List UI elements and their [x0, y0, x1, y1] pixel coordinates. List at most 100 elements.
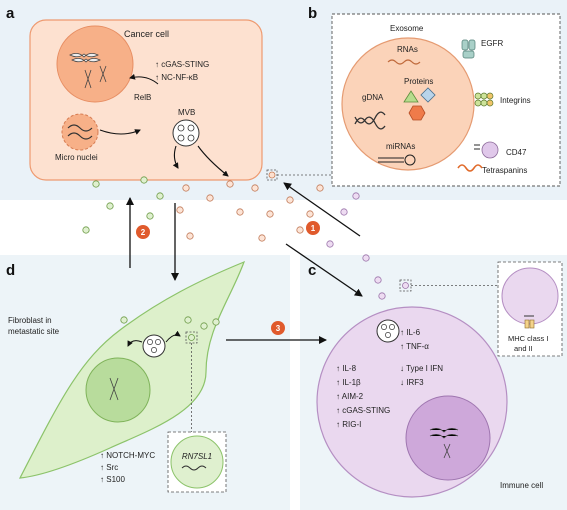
panel-b-letter: b [308, 5, 317, 22]
immune-nucleus [405, 395, 491, 481]
exosome-dot [212, 318, 220, 326]
mirna-icon [378, 157, 404, 163]
exosome-dot [316, 184, 324, 192]
exosome-dot [286, 196, 294, 204]
exosome-dot [251, 184, 259, 192]
chromosome-icon [84, 65, 107, 89]
exosome-dot [92, 180, 100, 188]
protein-diamond-icon [420, 87, 436, 103]
intraluminal-vesicle [147, 339, 153, 345]
exosome-dot [296, 226, 304, 234]
mhc-label-line-2: and II [514, 344, 533, 353]
fibroblast-mvb [142, 334, 166, 358]
step-badge-3: 3 [271, 321, 285, 335]
step-badge-label: 1 [311, 224, 316, 233]
immune-effect-left-1: ↑ IL-1β [336, 378, 361, 387]
micronucleus [61, 113, 99, 151]
step-badge-label: 3 [276, 324, 281, 333]
mvb-arrow-right [197, 145, 229, 177]
panel-d: d Fibroblast in metastatic site RN7SL1 ↑… [6, 260, 246, 493]
rna-icon [181, 465, 207, 471]
chromosome-icon [69, 53, 101, 63]
step-badge-circle [306, 221, 320, 235]
immune-effect-right-2: ↓ Type I IFN [400, 364, 443, 373]
rnas-label: RNAs [397, 45, 418, 54]
panel-a: a Cancer cell RelB ↑ cGAS-STING ↑ NC-NF-… [6, 5, 263, 181]
intraluminal-vesicle [381, 324, 387, 330]
cancer-cell-title: Cancer cell [124, 29, 169, 39]
exosome-dot [206, 194, 214, 202]
exosome-dot [258, 234, 266, 242]
rna-icon [387, 59, 421, 65]
exosome-dot [188, 334, 195, 341]
exosome-dot [182, 184, 190, 192]
exosome-dot [176, 206, 184, 214]
micronuclei-arrow [99, 129, 141, 135]
mvb-arrow-left [172, 145, 179, 169]
arrow-to-immune [285, 243, 363, 297]
exosome-dot [186, 232, 194, 240]
cd47-label: CD47 [506, 148, 527, 157]
mvb-vesicle [172, 119, 200, 147]
exosome-title: Exosome [390, 24, 424, 33]
exosome-dot [362, 254, 370, 262]
immune-cell-title: Immune cell [500, 481, 543, 490]
exosome-dot [268, 171, 276, 179]
immune-effect-left-2: ↑ AIM-2 [336, 392, 364, 401]
mvb-arrow [165, 330, 181, 343]
intraluminal-vesicle [187, 124, 195, 132]
exosome-dot [352, 192, 360, 200]
dna-icon [67, 124, 93, 140]
exosome-dot [236, 208, 244, 216]
exosome-dot [106, 202, 114, 210]
relb-arrow [129, 73, 159, 85]
intraluminal-vesicle [187, 134, 195, 142]
step-badge-label: 2 [141, 228, 146, 237]
exosome-vesicle [341, 37, 475, 171]
exosome-dot [120, 316, 128, 324]
mirnas-label: miRNAs [386, 142, 415, 151]
fibroblast-title-line-2: metastatic site [8, 327, 60, 336]
step-badge-1: 1 [306, 221, 320, 235]
exosome-dots [82, 176, 386, 300]
intraluminal-vesicle [385, 332, 391, 338]
integrins-icon [474, 92, 494, 107]
immune-effect-left-0: ↑ IL-8 [336, 364, 357, 373]
fibro-up-item-0: ↑ NOTCH-MYC [100, 451, 155, 460]
rn7sl1-exosome [170, 435, 224, 489]
step-badge-circle [271, 321, 285, 335]
proteins-label: Proteins [404, 77, 433, 86]
intraluminal-vesicle [177, 124, 185, 132]
cancer-nucleus [56, 25, 134, 103]
egfr-icon [461, 39, 476, 59]
gdna-icon [354, 111, 386, 125]
exosome-dot [200, 322, 208, 330]
mvb-arrow [127, 340, 143, 347]
panel-c-letter: c [308, 262, 316, 279]
protein-hexagon-icon [408, 105, 426, 121]
tetraspanins-label: Tetraspanins [482, 166, 527, 175]
gdna-label: gDNA [362, 93, 384, 102]
step-badge-2: 2 [136, 225, 150, 239]
intraluminal-vesicle [177, 134, 185, 142]
cd47-icon [474, 141, 499, 159]
egfr-label: EGFR [481, 39, 503, 48]
up-item-0: ↑ cGAS-STING [155, 60, 209, 69]
arrow-to-exosome-pool [283, 182, 361, 237]
immune-effect-left-4: ↑ RIG-I [336, 420, 361, 429]
mvb-label: MVB [178, 108, 195, 117]
panel-c: c Immune cell ↑ IL-6 ↑ TNF-α ↓ Type I IF… [308, 261, 563, 498]
exosome-dot [156, 192, 164, 200]
integrins-label: Integrins [500, 96, 531, 105]
panel-b: b Exosome RNAs Proteins gDNA miRNAs EGFR… [308, 5, 561, 187]
relb-label: RelB [134, 93, 151, 102]
exosome-dot [326, 240, 334, 248]
exosome-dot [374, 276, 382, 284]
intraluminal-vesicle [155, 339, 161, 345]
exosome-dot [402, 282, 409, 289]
fibro-up-item-1: ↑ Src [100, 463, 118, 472]
exosome-dot [140, 176, 148, 184]
immune-zoom-box [399, 279, 412, 292]
immune-effect-left-3: ↑ cGAS-STING [336, 406, 390, 415]
